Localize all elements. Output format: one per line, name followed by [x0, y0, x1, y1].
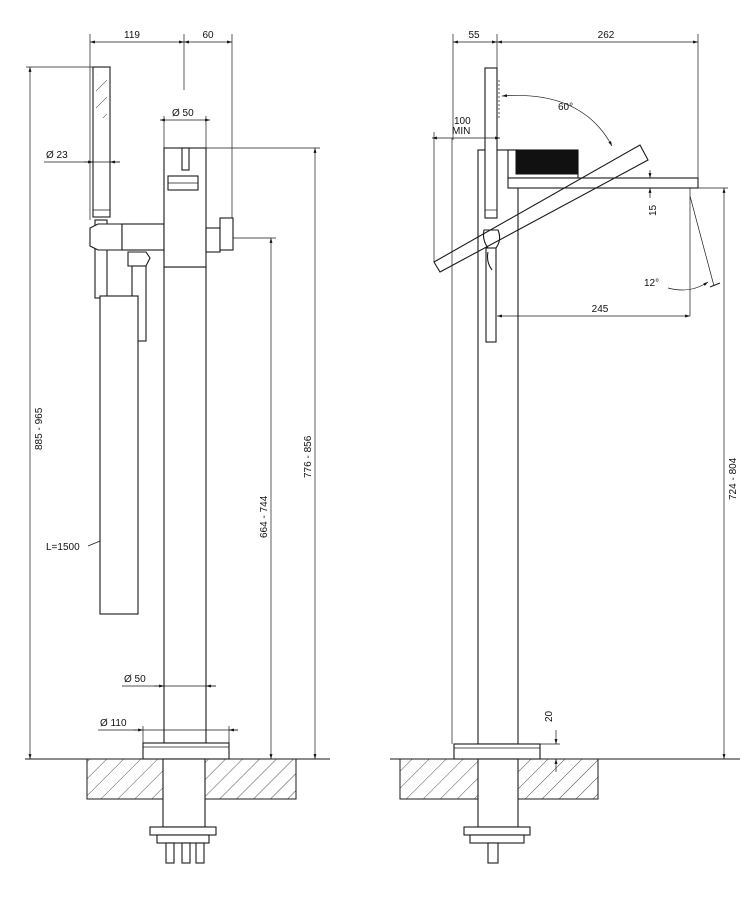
side-hand-shower	[484, 67, 498, 219]
dim-front-119: 119	[124, 30, 140, 41]
side-spout	[507, 177, 699, 189]
dim-side-min: MIN	[452, 126, 470, 137]
side-underfloor-block	[469, 834, 525, 844]
dim-side-100: 100	[454, 116, 471, 127]
dim-front-d23: Ø 23	[46, 150, 68, 161]
hose-outlet	[127, 251, 151, 267]
diverter	[205, 227, 221, 253]
dim-front-776-856: 776 - 856	[303, 435, 314, 478]
shower-nozzle-dots	[96, 74, 107, 118]
side-lever-handle	[515, 149, 579, 175]
handshower-holder	[89, 223, 123, 251]
holder-arm	[121, 223, 165, 251]
floor-section-right	[204, 758, 297, 800]
underfloor-block	[156, 834, 210, 844]
dim-side-724-804: 724 - 804	[728, 457, 739, 500]
side-underfloor-body	[477, 758, 519, 828]
underfloor-flange	[149, 826, 217, 836]
dim-front-664-744: 664 - 744	[259, 495, 270, 538]
shower-hose	[99, 295, 139, 615]
pipe-left	[165, 842, 175, 864]
column	[163, 266, 207, 744]
side-underfloor-flange	[463, 826, 531, 836]
dim-side-12deg: 12°	[644, 278, 659, 289]
side-floor-right	[517, 758, 599, 800]
lever	[181, 147, 190, 171]
dim-side-55: 55	[468, 30, 480, 41]
dim-front-60: 60	[202, 30, 214, 41]
side-base-rosette	[453, 743, 541, 760]
pipe-right	[195, 842, 205, 864]
dim-front-d110: Ø 110	[100, 718, 127, 729]
underfloor-body	[162, 758, 206, 828]
pipe-mid	[181, 842, 191, 864]
side-view: 60° 55 262 100 MIN 15 12°	[390, 30, 740, 864]
dim-front-d50-column: Ø 50	[124, 674, 146, 685]
dim-side-245: 245	[592, 304, 609, 315]
side-holder-pipe	[485, 247, 497, 343]
dim-front-d50-top: Ø 50	[172, 108, 194, 119]
base-rosette	[142, 742, 230, 760]
dim-side-15: 15	[648, 204, 659, 216]
dim-front-hose-length: L=1500	[46, 542, 80, 553]
side-pipe	[487, 842, 499, 864]
dim-front-885-965: 885 - 965	[34, 407, 45, 450]
diverter-knob	[219, 217, 234, 251]
dim-side-60deg: 60°	[558, 102, 573, 113]
front-view: 119 60 Ø 50 Ø 23 885 - 965 776 - 856 664…	[25, 30, 330, 864]
side-lever-rotated	[433, 144, 649, 273]
dim-side-20: 20	[544, 710, 555, 722]
dim-side-262: 262	[598, 30, 615, 41]
side-floor-left	[399, 758, 479, 800]
floor-section-left	[86, 758, 164, 800]
